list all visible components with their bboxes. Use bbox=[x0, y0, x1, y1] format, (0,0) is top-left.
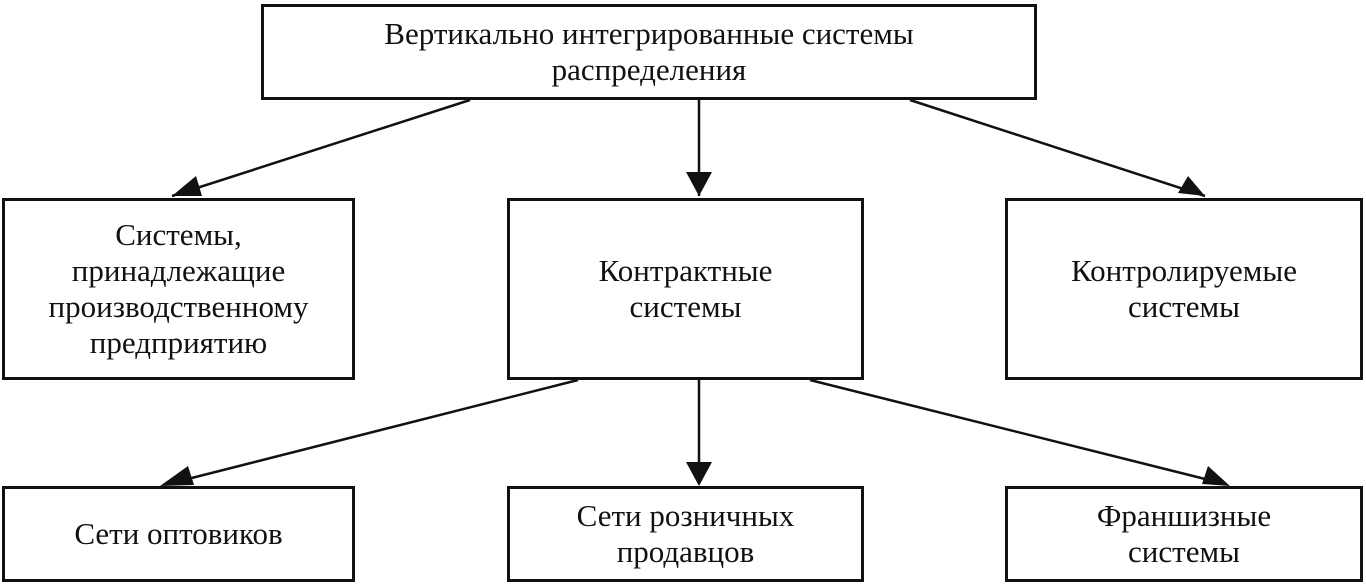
franchise-systems-label: Франшизные системы bbox=[1096, 498, 1272, 569]
root-node: Вертикально интегрированные системы расп… bbox=[261, 4, 1037, 100]
arrowhead-controlled bbox=[1178, 176, 1205, 196]
arrowhead-owned bbox=[172, 176, 202, 196]
arrow-contract-to-franchise bbox=[809, 378, 1226, 486]
wholesale-networks-node: Сети оптовиков bbox=[2, 486, 355, 582]
arrow-root-to-controlled bbox=[909, 98, 1206, 198]
arrow-contract-to-wholesale bbox=[167, 378, 579, 486]
arrowhead-retail bbox=[686, 462, 712, 486]
controlled-systems-label: Контролируемые системы bbox=[1071, 253, 1297, 324]
franchise-systems-node: Франшизные системы bbox=[1005, 486, 1363, 582]
retail-networks-label: Сети розничных продавцов bbox=[576, 498, 795, 569]
arrowhead-wholesale bbox=[160, 466, 194, 486]
wholesale-networks-label: Сети оптовиков bbox=[74, 516, 283, 551]
root-node-label: Вертикально интегрированные системы расп… bbox=[384, 16, 914, 87]
contract-systems-label: Контрактные системы bbox=[598, 253, 773, 324]
contract-systems-node: Контрактные системы bbox=[507, 198, 864, 380]
arrowhead-contract bbox=[686, 172, 712, 196]
controlled-systems-node: Контролируемые системы bbox=[1005, 198, 1363, 380]
owned-systems-label: Системы, принадлежащие производственному… bbox=[48, 217, 309, 360]
arrowhead-franchise bbox=[1202, 466, 1230, 486]
retail-networks-node: Сети розничных продавцов bbox=[507, 486, 864, 582]
owned-systems-node: Системы, принадлежащие производственному… bbox=[2, 198, 355, 380]
arrow-root-to-owned bbox=[171, 98, 471, 198]
